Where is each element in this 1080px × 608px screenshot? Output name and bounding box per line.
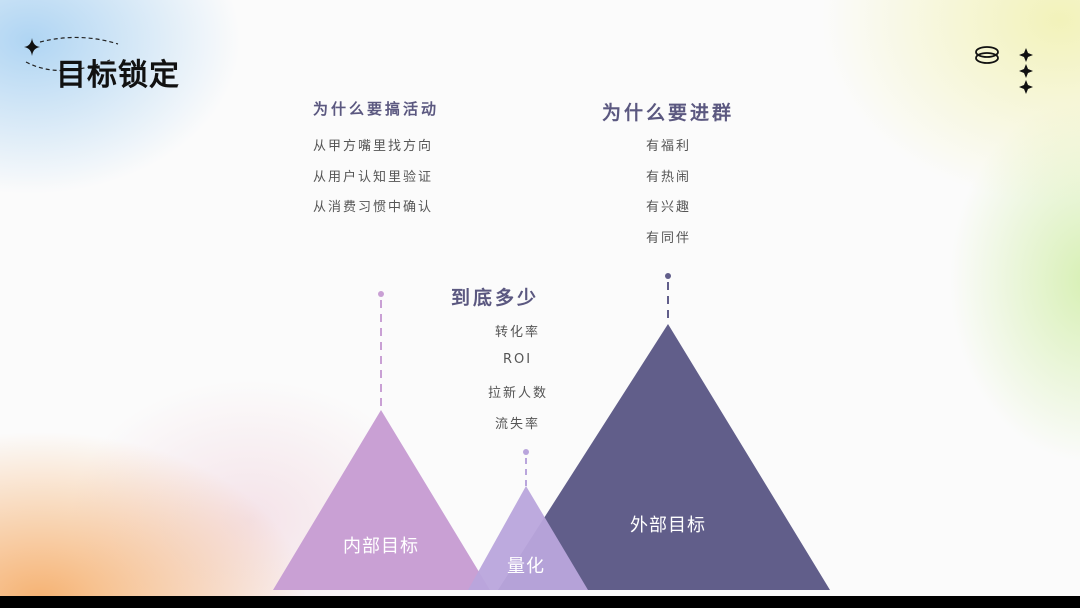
stack-icon — [975, 46, 999, 64]
heading-why-group: 为什么要进群 — [602, 102, 735, 124]
connector-inner — [378, 291, 384, 408]
label-inner-goal: 内部目标 — [343, 536, 419, 557]
heading-how-much: 到底多少 — [451, 287, 540, 309]
mountain-inner — [273, 410, 490, 590]
list-item: 有热闹 — [646, 170, 692, 185]
list-item: 有同伴 — [646, 231, 692, 246]
list-item: ROI — [503, 352, 533, 367]
mountain-outer — [498, 324, 830, 590]
mountain-quant — [468, 486, 588, 590]
bottom-bar — [0, 596, 1080, 608]
page-title: 目标锁定 — [56, 58, 180, 93]
sparkle-icon — [24, 36, 119, 72]
list-item: 有福利 — [646, 139, 692, 154]
list-item: 从消费习惯中确认 — [313, 200, 434, 215]
stars-icon — [1019, 48, 1033, 94]
heading-why-activity: 为什么要搞活动 — [313, 100, 440, 118]
list-item: 从甲方嘴里找方向 — [313, 139, 434, 154]
list-item: 拉新人数 — [488, 386, 549, 401]
label-outer-goal: 外部目标 — [630, 515, 706, 536]
list-item: 流失率 — [495, 417, 541, 432]
list-item: 转化率 — [495, 325, 541, 340]
label-quant: 量化 — [507, 556, 545, 577]
list-item: 从用户认知里验证 — [313, 170, 434, 185]
connector-outer — [665, 273, 671, 322]
list-item: 有兴趣 — [646, 200, 692, 215]
connector-quant — [523, 449, 529, 486]
